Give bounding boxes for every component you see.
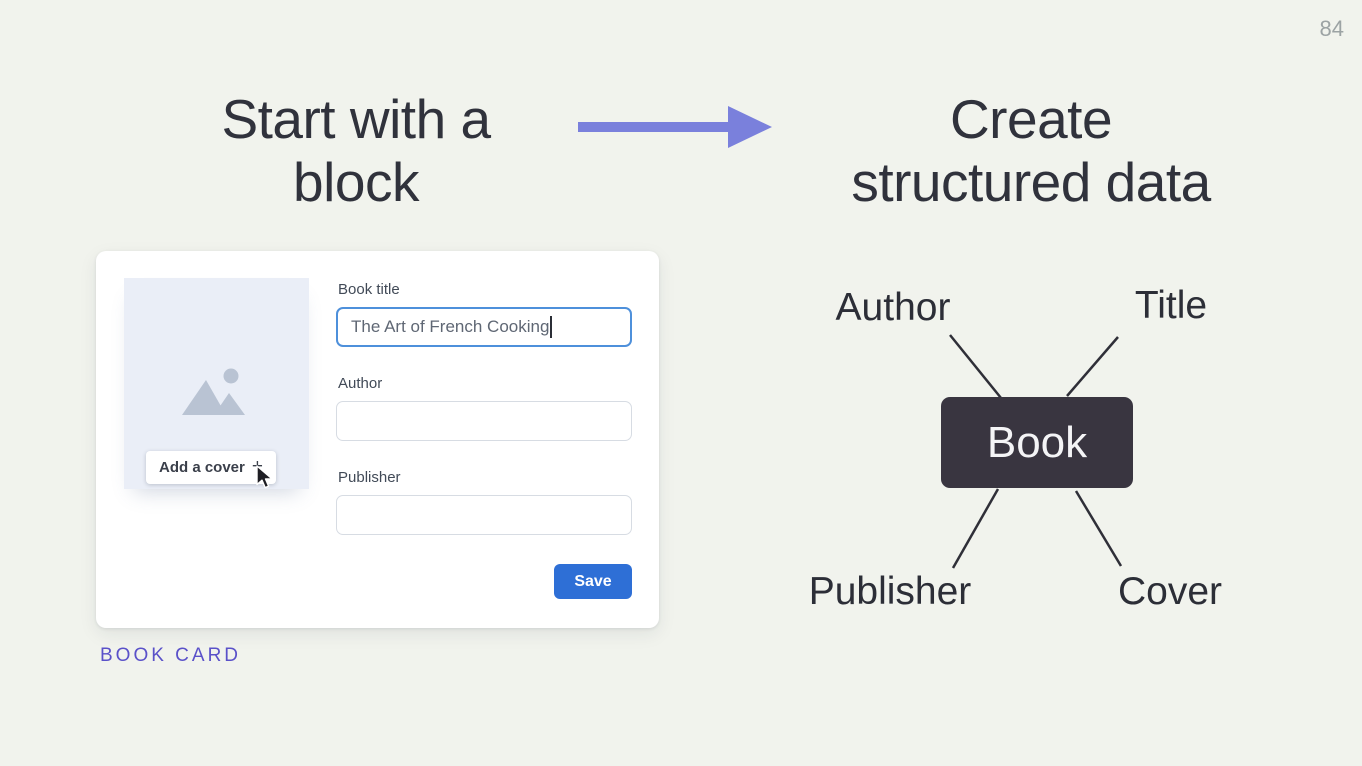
structured-data-diagram: Author Title Publisher Cover Book [790,270,1270,630]
page-number: 84 [1319,16,1344,41]
right-arrow-icon [578,106,772,148]
author-label: Author [338,375,383,392]
heading-create-structured-data: Create structured data [851,88,1211,213]
diagram-node-cover: Cover [1117,570,1223,613]
publisher-input[interactable] [336,495,632,535]
author-input[interactable] [336,401,632,441]
book-card-caption: BOOK CARD [100,645,242,666]
book-title-input[interactable]: The Art of French Cooking [336,307,632,347]
save-button[interactable]: Save [554,564,632,599]
text-cursor [550,316,552,338]
diagram-node-author: Author [835,286,951,329]
mouse-cursor-icon [256,465,273,489]
publisher-label: Publisher [338,469,401,486]
heading-start-with-a-block: Start with a block [221,88,491,213]
diagram-node-title: Title [1134,284,1208,327]
add-a-cover-button[interactable]: Add a cover + [146,451,276,484]
diagram-node-publisher: Publisher [808,570,972,613]
image-placeholder-icon [182,368,245,415]
add-a-cover-label: Add a cover [159,459,245,476]
diagram-connector-lines [949,334,1123,569]
book-title-value: The Art of French Cooking [351,317,550,336]
diagram-center-node-book: Book [941,397,1133,488]
book-title-label: Book title [338,281,400,298]
book-card: Add a cover + Book title The Art of Fren… [96,251,659,628]
